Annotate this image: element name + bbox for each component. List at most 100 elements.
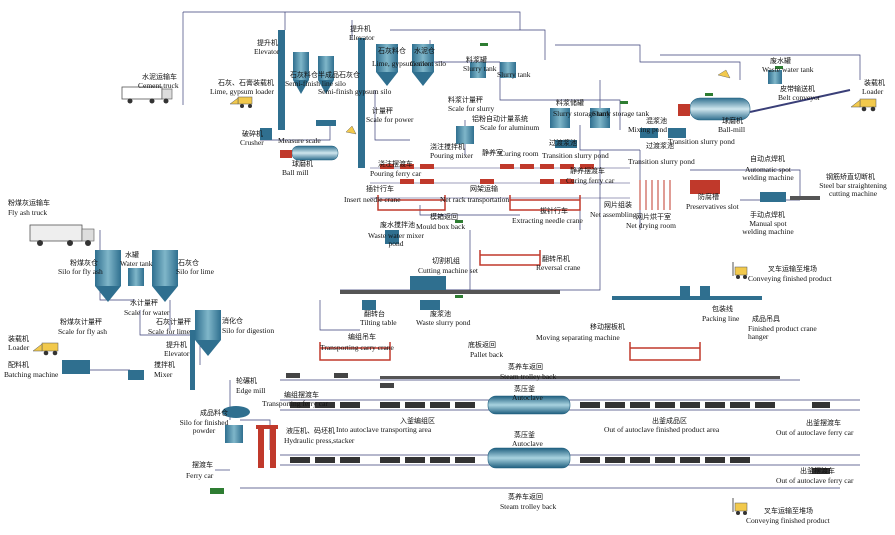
scale-water-label-en: Scale for water — [124, 308, 170, 317]
crane-hanger-label-zh: 成品吊具 — [752, 316, 780, 323]
loader-l-label-zh: 装载机 — [8, 336, 29, 343]
hydraulic-press-shape — [256, 425, 278, 468]
slurry-tank-label-zh: 料浆罐 — [466, 57, 487, 64]
scale-fly-ash-label-en: Scale for fly ash — [58, 327, 107, 336]
mixing-pond-label-en: Mixing pond — [628, 125, 667, 134]
insert-needle-crane — [377, 195, 446, 211]
net-drying-label-en: Net drying room — [626, 221, 676, 230]
edge-mill-shape — [222, 406, 250, 418]
into-autoclave-label-zh: 入釜编组区 — [400, 418, 435, 425]
measure-scale-icon — [316, 120, 336, 126]
gypsum-silo-label-zh: 石灰料仓 — [290, 72, 318, 79]
semi-gypsum-label-en: Semi-finish gypsum silo — [318, 87, 392, 96]
loader-left-icon — [32, 342, 59, 356]
scale-slurry-label-en: Scale for slurry — [448, 104, 495, 113]
tilting-table-icon — [362, 300, 376, 310]
curing-cars — [380, 164, 594, 184]
belt-conveyor-label-en: Belt conveyor — [778, 93, 821, 102]
spot-manual-label-en: Manual spot welding machine — [742, 219, 794, 236]
preservatives-label-en: Preservatives slot — [686, 202, 739, 211]
trolleys-row2 — [290, 457, 750, 463]
stacks-top-row — [286, 373, 394, 388]
water-tank-shape — [128, 268, 144, 286]
crusher-icon — [260, 128, 272, 140]
scale-aluminum-label-zh: 铝粉自动计量系统 — [472, 116, 528, 123]
silo-lime-label-en: Silo for lime — [176, 267, 214, 276]
fly-ash-truck-label-zh: 粉煤灰运输车 — [8, 200, 50, 207]
out-ferry2-label-zh: 出釜摆渡车 — [800, 468, 835, 475]
cement-silo-label-zh: 水泥仓 — [414, 48, 435, 55]
scale-slurry-label-zh: 料浆计量秤 — [448, 97, 483, 104]
pouring-ferry-label-en: Pouring ferry car — [370, 169, 422, 178]
preservatives-label-zh: 防腐槽 — [698, 194, 719, 201]
belt-conveyor-line — [749, 89, 851, 113]
edge-mill-label-zh: 轮碾机 — [236, 378, 257, 385]
elevator2-label-zh: 提升机 — [350, 26, 371, 33]
autoclave2-label-zh: 蒸压釜 — [514, 432, 535, 439]
ball-mill-a-label-zh: 球磨机 — [292, 161, 313, 168]
transporting-ferry-label-en: Transporting ferry car — [262, 399, 328, 408]
ball-mill-b-label-zh: 球磨机 — [722, 118, 743, 125]
waste-slurry-label-en: Waste slurry pond — [416, 318, 471, 327]
extract-needle-crane — [509, 195, 581, 211]
slurry-storage-tanks — [550, 108, 610, 128]
curing-ferry-label-zh: 静养摆渡车 — [570, 168, 605, 175]
preservatives-slot — [690, 180, 720, 194]
net-assembling-label-zh: 网片组装 — [604, 202, 632, 209]
ball-mill-a-label-en: Ball mill — [282, 168, 309, 177]
loader-topright-icon — [850, 98, 877, 112]
scale-aluminum-label-en: Scale for aluminum — [480, 123, 540, 132]
carry-crane-label-zh: 编组吊车 — [348, 334, 376, 341]
net-drying-grid — [639, 180, 671, 210]
batching-label-zh: 配料机 — [8, 362, 29, 369]
silo-lime-label-zh: 石灰仓 — [178, 260, 199, 267]
crane-hanger-label-en: Finished product crane hanger — [748, 324, 817, 341]
waste-slurry-label-zh: 废浆池 — [430, 311, 451, 318]
belt-conveyor-label-zh: 皮带输送机 — [780, 86, 815, 93]
scale-power-label-zh: 计量秤 — [372, 108, 393, 115]
out-autoclave-label-en: Out of autoclave finished product area — [604, 425, 720, 434]
waste-slurry-pond-icon — [420, 300, 440, 310]
cement-truck-label-zh: 水泥运输车 — [142, 74, 177, 81]
forklift-bottom-icon — [732, 498, 748, 515]
autoclave-1 — [487, 395, 571, 415]
autoclave1-label-zh: 蒸压釜 — [514, 386, 535, 393]
mixer-label-zh: 搅拌机 — [154, 362, 175, 369]
lime-loader-label-en: Lime, gypsum loader — [210, 87, 274, 96]
reversal-crane-label-zh: 翻转吊机 — [542, 256, 570, 263]
scale-lime-label-en: Scale for lime — [148, 327, 191, 336]
moving-sep-label-zh: 移动摆板机 — [590, 324, 625, 331]
cement-truck-icon — [121, 86, 173, 104]
net-drying-label-zh: 网片烘干室 — [636, 214, 671, 221]
curing-ferry-label-en: Curing ferry car — [566, 176, 615, 185]
pallet-rail — [380, 376, 780, 379]
waste-water-tank-label-zh: 废水罐 — [770, 58, 791, 65]
steam-trolley1-label-en: Steam trolley back — [500, 372, 557, 381]
crusher-label-zh: 破碎机 — [242, 131, 263, 138]
out-ferry2-label-en: Out of autoclave ferry car — [776, 476, 854, 485]
waste-mixer-label-en: Waste water mixer pond — [367, 231, 425, 248]
slurry-storage-label-zh: 料浆储罐 — [556, 100, 584, 107]
autoclave-2 — [487, 447, 571, 469]
insert-needle-label-en: Insert needle crane — [344, 195, 401, 204]
transition-pond2-label-zh: 过渡浆池 — [646, 143, 674, 150]
packing-label-zh: 包装线 — [712, 306, 733, 313]
crusher-label-en: Crusher — [240, 138, 264, 147]
silo-fly-ash-shape — [95, 250, 121, 302]
lime-silo-label-zh: 石灰料仓 — [378, 48, 406, 55]
measure-scale-label: Measure scale — [278, 136, 321, 145]
extract-needle-label-en: Extracting needle crane — [512, 216, 583, 225]
loader-l-label-en: Loader — [8, 343, 30, 352]
yellow-marker-icons — [345, 69, 731, 135]
conveying-bottom-label-zh: 叉车运输至堆场 — [764, 508, 813, 515]
curing-room-label-zh: 静养室 — [482, 150, 503, 157]
pouring-mixer-label-en: Pouring mixer — [430, 151, 474, 160]
insert-needle-label-zh: 插针行车 — [366, 186, 394, 193]
spot-manual-label-zh: 手动点焊机 — [750, 212, 785, 219]
waste-mixer-icon — [385, 230, 399, 244]
transition-pond1-label-zh: 过渡浆池 — [549, 140, 577, 147]
net-rack-label-en: Net rack transportation — [440, 195, 510, 204]
spot-auto-label-en: Automatic spot welding machine — [742, 165, 794, 182]
silo-fly-ash-label-en: Silo for fly ash — [58, 267, 103, 276]
